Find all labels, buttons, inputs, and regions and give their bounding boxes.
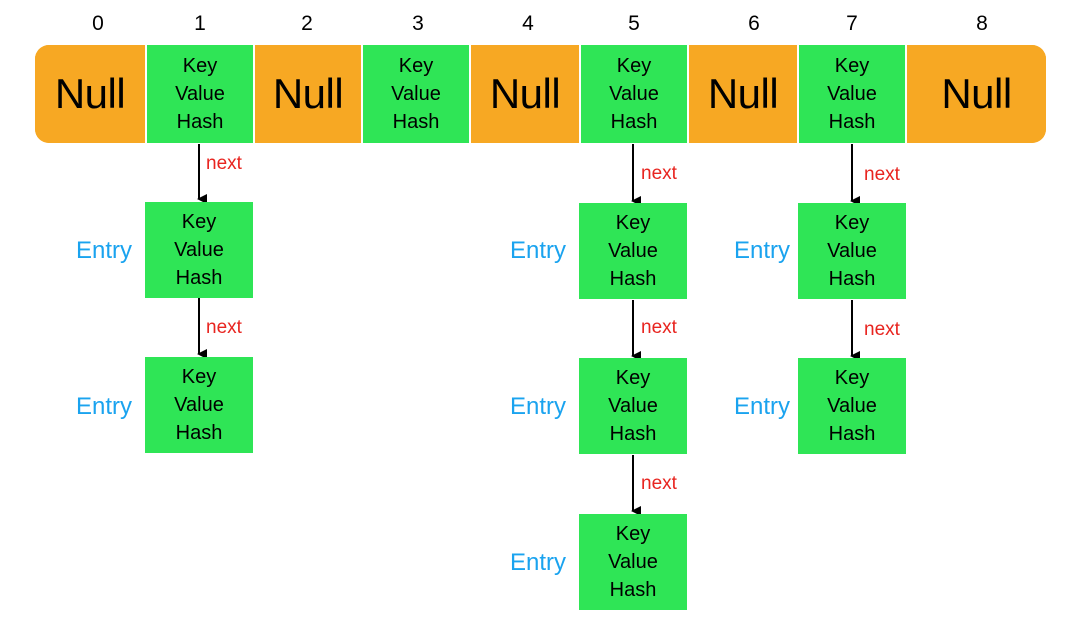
entry-fields: Key Value Hash (608, 209, 658, 293)
bucket-2: Null (255, 45, 361, 143)
key-label: Key (834, 367, 870, 389)
hash-label: Hash (392, 111, 440, 133)
hash-label: Hash (828, 423, 876, 445)
index-label-6: 6 (748, 12, 760, 35)
null-label: Null (54, 70, 126, 117)
next-label: next (641, 317, 677, 338)
next-label: next (864, 319, 900, 340)
index-label-7: 7 (846, 12, 858, 35)
null-label: Null (489, 70, 561, 117)
value-label: Value (608, 551, 658, 573)
key-label: Key (615, 212, 651, 234)
entry-node: Key Value Hash (579, 203, 687, 299)
key-label: Key (398, 55, 434, 77)
key-label: Key (834, 212, 870, 234)
hash-label: Hash (609, 579, 657, 601)
next-label: next (206, 317, 242, 338)
index-label-8: 8 (976, 12, 988, 35)
entry-fields: Key Value Hash (391, 52, 441, 136)
entry-node: Key Value Hash (798, 203, 906, 299)
entry-label: Entry (509, 549, 566, 576)
entry-node: Key Value Hash (145, 202, 253, 298)
key-label: Key (615, 367, 651, 389)
value-label: Value (609, 83, 659, 105)
value-label: Value (175, 83, 225, 105)
key-label: Key (182, 55, 218, 77)
entry-node: Key Value Hash (798, 358, 906, 454)
hash-label: Hash (610, 111, 658, 133)
entry-fields: Key Value Hash (608, 520, 658, 604)
null-label: Null (272, 70, 344, 117)
entry-label: Entry (733, 393, 790, 420)
bucket-8: Null (907, 45, 1046, 143)
hash-label: Hash (176, 111, 224, 133)
entry-fields: Key Value Hash (827, 364, 877, 448)
entry-label: Entry (509, 237, 566, 264)
value-label: Value (827, 240, 877, 262)
next-label: next (641, 473, 677, 494)
entry-node: Key Value Hash (579, 514, 687, 610)
value-label: Value (391, 83, 441, 105)
bucket-4: Null (471, 45, 579, 143)
hash-label: Hash (609, 268, 657, 290)
value-label: Value (174, 394, 224, 416)
bucket-6: Null (689, 45, 797, 143)
next-label: next (864, 164, 900, 185)
index-label-3: 3 (412, 12, 424, 35)
value-label: Value (827, 83, 877, 105)
key-label: Key (181, 366, 217, 388)
entry-fields: Key Value Hash (175, 52, 225, 136)
key-label: Key (615, 523, 651, 545)
entry-fields: Key Value Hash (827, 52, 877, 136)
key-label: Key (834, 55, 870, 77)
entry-fields: Key Value Hash (174, 208, 224, 292)
index-label-0: 0 (92, 12, 104, 35)
key-label: Key (616, 55, 652, 77)
entry-node: Key Value Hash (145, 357, 253, 453)
entry-label: Entry (75, 393, 132, 420)
index-label-5: 5 (628, 12, 640, 35)
null-label: Null (707, 70, 779, 117)
key-label: Key (181, 211, 217, 233)
bucket-array: Null Key Value Hash Null Key Value Hash … (35, 45, 1046, 143)
hash-label: Hash (609, 423, 657, 445)
entry-label: Entry (733, 237, 790, 264)
next-label: next (641, 163, 677, 184)
value-label: Value (608, 395, 658, 417)
value-label: Value (608, 240, 658, 262)
hash-label: Hash (175, 267, 223, 289)
hash-label: Hash (828, 268, 876, 290)
bucket-1: Key Value Hash (145, 45, 255, 143)
entry-label: Entry (509, 393, 566, 420)
entry-fields: Key Value Hash (608, 364, 658, 448)
bucket-7: Key Value Hash (797, 45, 907, 143)
index-label-4: 4 (522, 12, 534, 35)
entry-fields: Key Value Hash (174, 363, 224, 447)
bucket-5: Key Value Hash (579, 45, 689, 143)
entry-fields: Key Value Hash (609, 52, 659, 136)
bucket-0: Null (35, 45, 145, 143)
value-label: Value (827, 395, 877, 417)
index-label-1: 1 (194, 12, 206, 35)
value-label: Value (174, 239, 224, 261)
entry-label: Entry (75, 237, 132, 264)
next-label: next (206, 153, 242, 174)
hash-label: Hash (175, 422, 223, 444)
entry-fields: Key Value Hash (827, 209, 877, 293)
index-label-2: 2 (301, 12, 313, 35)
hash-label: Hash (828, 111, 876, 133)
null-label: Null (941, 70, 1012, 117)
bucket-3: Key Value Hash (361, 45, 471, 143)
entry-node: Key Value Hash (579, 358, 687, 454)
